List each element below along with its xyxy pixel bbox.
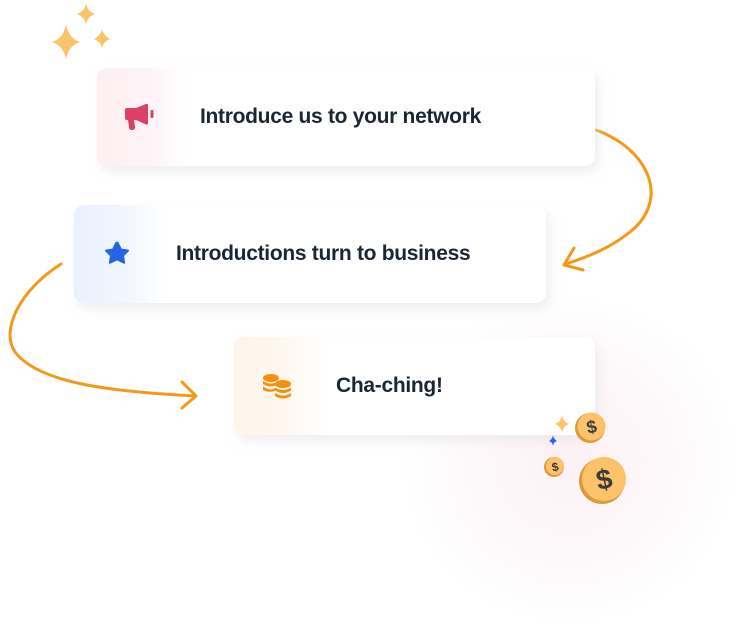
arrow-step1-to-step2 [564, 128, 653, 266]
sparkles-icon [52, 3, 110, 60]
step-card-introduce: Introduce us to your network [97, 68, 595, 166]
star-icon [102, 240, 132, 268]
step-card-business: Introductions turn to business [74, 205, 546, 303]
coins-icon [261, 372, 293, 400]
coins-decoration: $ $ $ [544, 412, 626, 504]
sparkle-icon [549, 435, 557, 446]
svg-text:$: $ [585, 416, 599, 438]
svg-text:$: $ [593, 463, 615, 497]
sparkle-icon [555, 415, 569, 433]
coin-icon: $ [579, 457, 626, 504]
megaphone-icon [123, 103, 155, 131]
step-label: Cha-ching! [336, 374, 443, 397]
svg-text:$: $ [550, 459, 560, 474]
arrow-step2-to-step3 [8, 262, 197, 398]
step-label: Introduce us to your network [200, 105, 481, 128]
step-card-chaching: Cha-ching! [234, 337, 595, 435]
coin-icon: $ [575, 412, 606, 443]
arrowhead-icon [562, 246, 585, 272]
step-label: Introductions turn to business [176, 242, 471, 265]
coin-icon: $ [544, 457, 564, 477]
arrowhead-icon [180, 380, 198, 410]
